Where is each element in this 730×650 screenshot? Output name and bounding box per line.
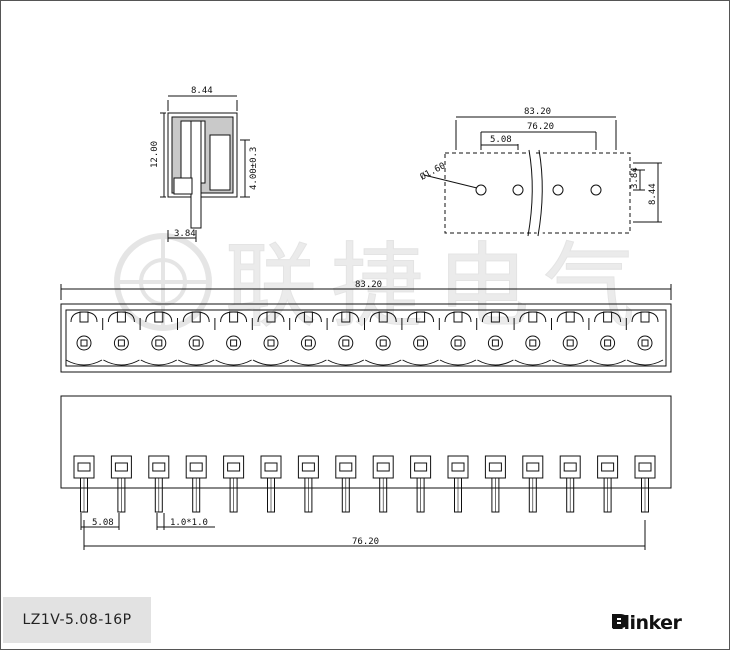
top-slot [215,311,253,366]
pin-height-dim: 4.00±0.3 [249,147,259,190]
row-offset-dim: 3.84 [630,167,640,189]
front-pin [185,455,207,513]
model-number: LZ1V-5.08-16P [22,612,132,628]
front-pin [447,455,469,513]
side-view [160,95,250,242]
hole-span-dim: 76.20 [527,122,554,132]
hole-pitch-dim: 5.08 [490,135,512,145]
brand-logo: Elinker [611,612,682,634]
front-pin [484,455,506,513]
top-slot [626,311,664,366]
top-slot [177,311,216,366]
hole-layout [423,116,662,237]
front-pitch-dim: 5.08 [92,518,114,528]
top-view-slots [65,311,664,366]
front-pin [597,455,619,513]
front-pin [260,455,282,513]
watermark: 联捷电气 [114,233,649,341]
watermark-text: 联捷电气 [225,233,649,340]
hole-overall-dim: 83.20 [524,107,551,117]
front-pin [110,455,132,513]
top-slot [65,311,104,366]
front-view-pins [73,455,656,513]
top-slot [402,311,440,366]
front-pin [297,455,319,513]
top-slot [327,311,365,366]
brand-name: Elinker [611,612,682,634]
top-length-dim: 83.20 [355,280,382,290]
front-pin [148,455,170,513]
top-slot [290,311,328,366]
top-slot [589,311,627,366]
front-pin [634,455,656,513]
front-view [60,395,672,550]
front-span-dim: 76.20 [352,537,379,547]
pin-size-dim: 1.0*1.0 [170,518,208,528]
pin-offset-dim: 3.84 [174,229,196,239]
model-label-panel: LZ1V-5.08-16P [3,597,151,643]
top-slot [103,311,141,366]
top-slot [252,311,291,366]
side-height-dim: 12.00 [150,141,160,168]
top-slot [140,311,178,366]
top-slot [364,311,403,366]
front-pin [223,455,245,513]
top-slot [439,311,478,366]
top-view [60,284,672,373]
side-width-dim: 8.44 [191,86,213,96]
depth-dim: 8.44 [648,183,658,205]
front-pin [335,455,357,513]
front-pin [522,455,544,513]
top-slot [551,311,590,366]
front-pin [410,455,432,513]
top-slot [514,311,552,366]
front-pin [559,455,581,513]
elinker-logo-icon [612,614,628,628]
front-pin [372,455,394,513]
front-pin [73,455,95,513]
top-slot [477,311,515,366]
